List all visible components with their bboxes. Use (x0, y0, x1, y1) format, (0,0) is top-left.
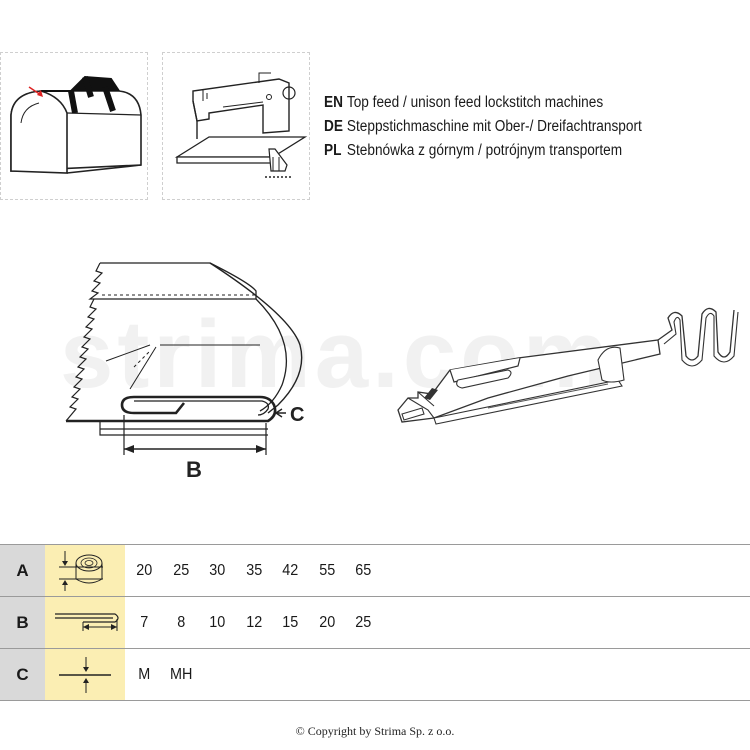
value-cell: MH (169, 665, 192, 683)
value-cell: 12 (245, 613, 262, 631)
value-cell: 55 (318, 561, 335, 579)
value-cell: 15 (282, 613, 299, 631)
row-label: A (0, 545, 45, 596)
value-cell: 30 (209, 561, 226, 579)
value-cell: 8 (176, 613, 185, 631)
size-table: A 20 25 30 35 42 55 65 B (0, 544, 750, 701)
value-cell: 42 (282, 561, 299, 579)
value-cell: 25 (172, 561, 189, 579)
value-cell: 20 (136, 561, 153, 579)
value-cell: 65 (355, 561, 372, 579)
binder-attachment-illustration (397, 307, 739, 425)
value-cell: 25 (355, 613, 372, 631)
thickness-icon (59, 657, 111, 693)
row-label: C (0, 649, 45, 700)
fold-cross-section-diagram: B C (65, 262, 304, 482)
bag-icon (10, 75, 142, 174)
label-b: B (186, 457, 202, 482)
table-row-a: A 20 25 30 35 42 55 65 (0, 544, 750, 597)
row-values: M MH (126, 649, 199, 700)
row-values: 20 25 30 35 42 55 65 (126, 545, 382, 596)
table-row-b: B 7 8 10 12 15 20 25 (0, 597, 750, 649)
machine-thumbnail (162, 52, 310, 200)
fold-width-icon (55, 613, 119, 631)
table-row-c: C M MH (0, 649, 750, 701)
tape-width-icon (59, 551, 103, 591)
value-cell: 10 (209, 613, 226, 631)
copyright-text: © Copyright by Strima Sp. z o.o. (295, 724, 455, 738)
value-cell: 7 (140, 613, 149, 631)
row-values: 7 8 10 12 15 20 25 (126, 597, 382, 648)
row-label: B (0, 597, 45, 648)
value-cell: 20 (318, 613, 335, 631)
bag-thumbnail (0, 52, 148, 200)
value-cell: M (138, 665, 151, 683)
value-cell: 35 (245, 561, 262, 579)
label-c: C (290, 404, 304, 426)
sewing-machine-icon (174, 72, 308, 178)
